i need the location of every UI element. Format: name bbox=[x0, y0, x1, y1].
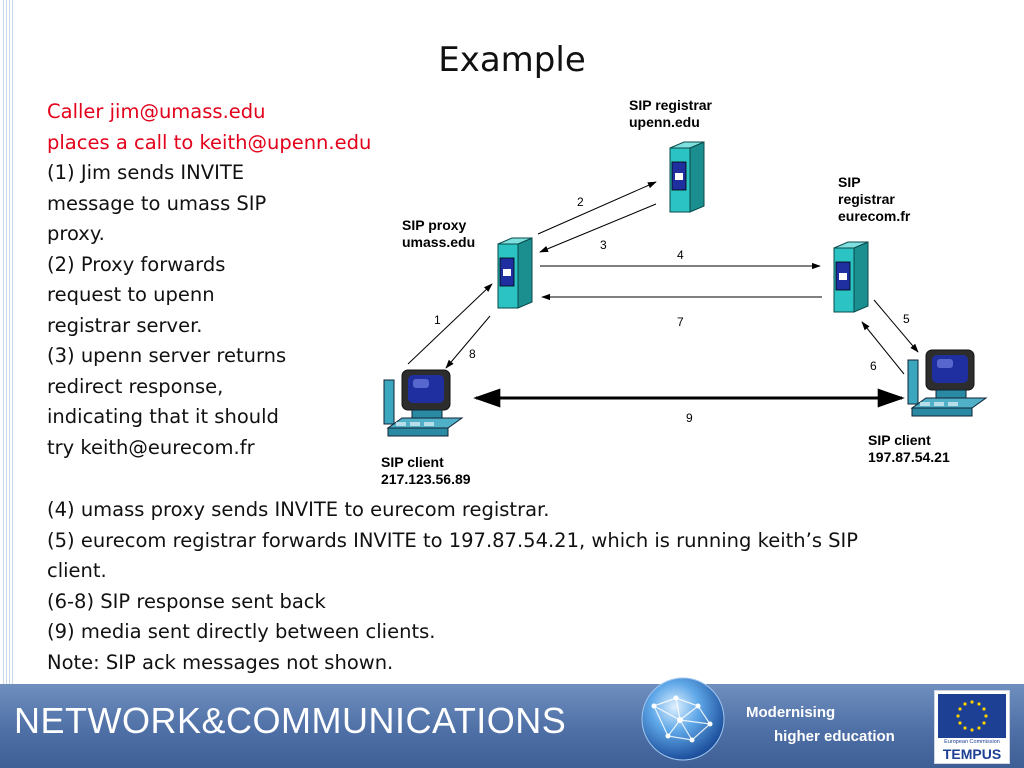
arrow-2 bbox=[537, 181, 657, 235]
label-registrar-eurecom: SIP registrar eurecom.fr bbox=[838, 174, 910, 225]
label-line: SIP registrar bbox=[629, 97, 713, 113]
message-number-5: 5 bbox=[903, 312, 910, 326]
label-proxy-umass: SIP proxy umass.edu bbox=[402, 217, 475, 251]
caller-line: places a call to keith@upenn.edu bbox=[47, 130, 372, 154]
step-line: (9) media sent directly between clients. bbox=[47, 620, 436, 643]
step-line: (3) upenn server returns bbox=[47, 344, 287, 367]
label-line: umass.edu bbox=[402, 234, 476, 250]
label-client-keith: SIP client 197.87.54.21 bbox=[868, 432, 950, 466]
step-line: message to umass SIP bbox=[47, 191, 267, 215]
slide-title: Example bbox=[438, 40, 586, 80]
logo-name: TEMPUS bbox=[942, 746, 1002, 762]
label-client-jim: SIP client 217.123.56.89 bbox=[381, 454, 471, 488]
step-line: indicating that it should bbox=[47, 405, 279, 428]
step-line: request to upenn bbox=[47, 283, 215, 306]
computer-icon bbox=[383, 369, 463, 437]
message-number-7: 7 bbox=[677, 315, 684, 329]
label-line: SIP proxy bbox=[402, 217, 467, 233]
message-number-1: 1 bbox=[434, 313, 441, 327]
step-line: (1) Jim sends INVITE bbox=[47, 161, 245, 184]
footer-title: NETWORK&COMMUNICATIONS bbox=[14, 700, 567, 741]
arrow-3 bbox=[539, 203, 657, 253]
step-line: (6-8) SIP response sent back bbox=[47, 589, 326, 613]
label-line: registrar bbox=[838, 191, 895, 207]
step-line: (2) Proxy forwards bbox=[47, 252, 226, 276]
step-line: registrar server. bbox=[47, 313, 203, 337]
step-line: client. bbox=[47, 559, 107, 582]
step-line: redirect response, bbox=[47, 374, 224, 398]
arrow-1 bbox=[407, 283, 493, 365]
footer-tagline: higher education bbox=[774, 728, 895, 745]
message-number-4: 4 bbox=[677, 248, 684, 262]
arrow-6 bbox=[861, 321, 905, 375]
label-line: SIP client bbox=[381, 454, 444, 470]
eu-flag-icon bbox=[938, 694, 1006, 738]
left-decoration bbox=[0, 0, 14, 684]
message-number-8: 8 bbox=[469, 347, 476, 361]
label-registrar-upenn: SIP registrar upenn.edu bbox=[629, 97, 712, 131]
caller-text: Caller jim@umass.edu places a call to ke… bbox=[47, 97, 371, 463]
message-number-9: 9 bbox=[686, 411, 693, 425]
step-line: Note: SIP ack messages not shown. bbox=[47, 650, 394, 674]
bottom-steps: (4) umass proxy sends INVITE to eurecom … bbox=[47, 495, 858, 678]
label-line: upenn.edu bbox=[629, 114, 700, 130]
footer-band: NETWORK&COMMUNICATIONS Modernising highe… bbox=[0, 684, 1024, 768]
step-line: proxy. bbox=[47, 222, 105, 245]
server-icon bbox=[833, 241, 869, 313]
step-line: (4) umass proxy sends INVITE to eurecom … bbox=[47, 498, 550, 521]
footer-tagline: Modernising bbox=[746, 704, 836, 721]
label-line: eurecom.fr bbox=[838, 208, 911, 224]
message-number-2: 2 bbox=[577, 195, 584, 209]
label-line: 197.87.54.21 bbox=[868, 449, 950, 465]
tempus-logo: European Commission TEMPUS bbox=[934, 690, 1010, 764]
arrow-5 bbox=[873, 299, 919, 353]
step-line: (5) eurecom registrar forwards INVITE to… bbox=[47, 528, 859, 552]
server-icon bbox=[497, 237, 533, 309]
label-line: SIP bbox=[838, 174, 861, 190]
caller-line: Caller jim@umass.edu bbox=[47, 100, 266, 123]
arrow-8 bbox=[445, 315, 491, 369]
label-line: 217.123.56.89 bbox=[381, 471, 471, 487]
label-line: SIP client bbox=[868, 432, 931, 448]
step-line: try keith@eurecom.fr bbox=[47, 435, 255, 459]
computer-icon bbox=[907, 349, 987, 417]
globe-icon bbox=[641, 677, 725, 761]
server-icon bbox=[669, 141, 705, 213]
message-number-6: 6 bbox=[870, 359, 877, 373]
message-number-3: 3 bbox=[600, 238, 607, 252]
logo-caption: European Commission bbox=[944, 739, 1000, 745]
